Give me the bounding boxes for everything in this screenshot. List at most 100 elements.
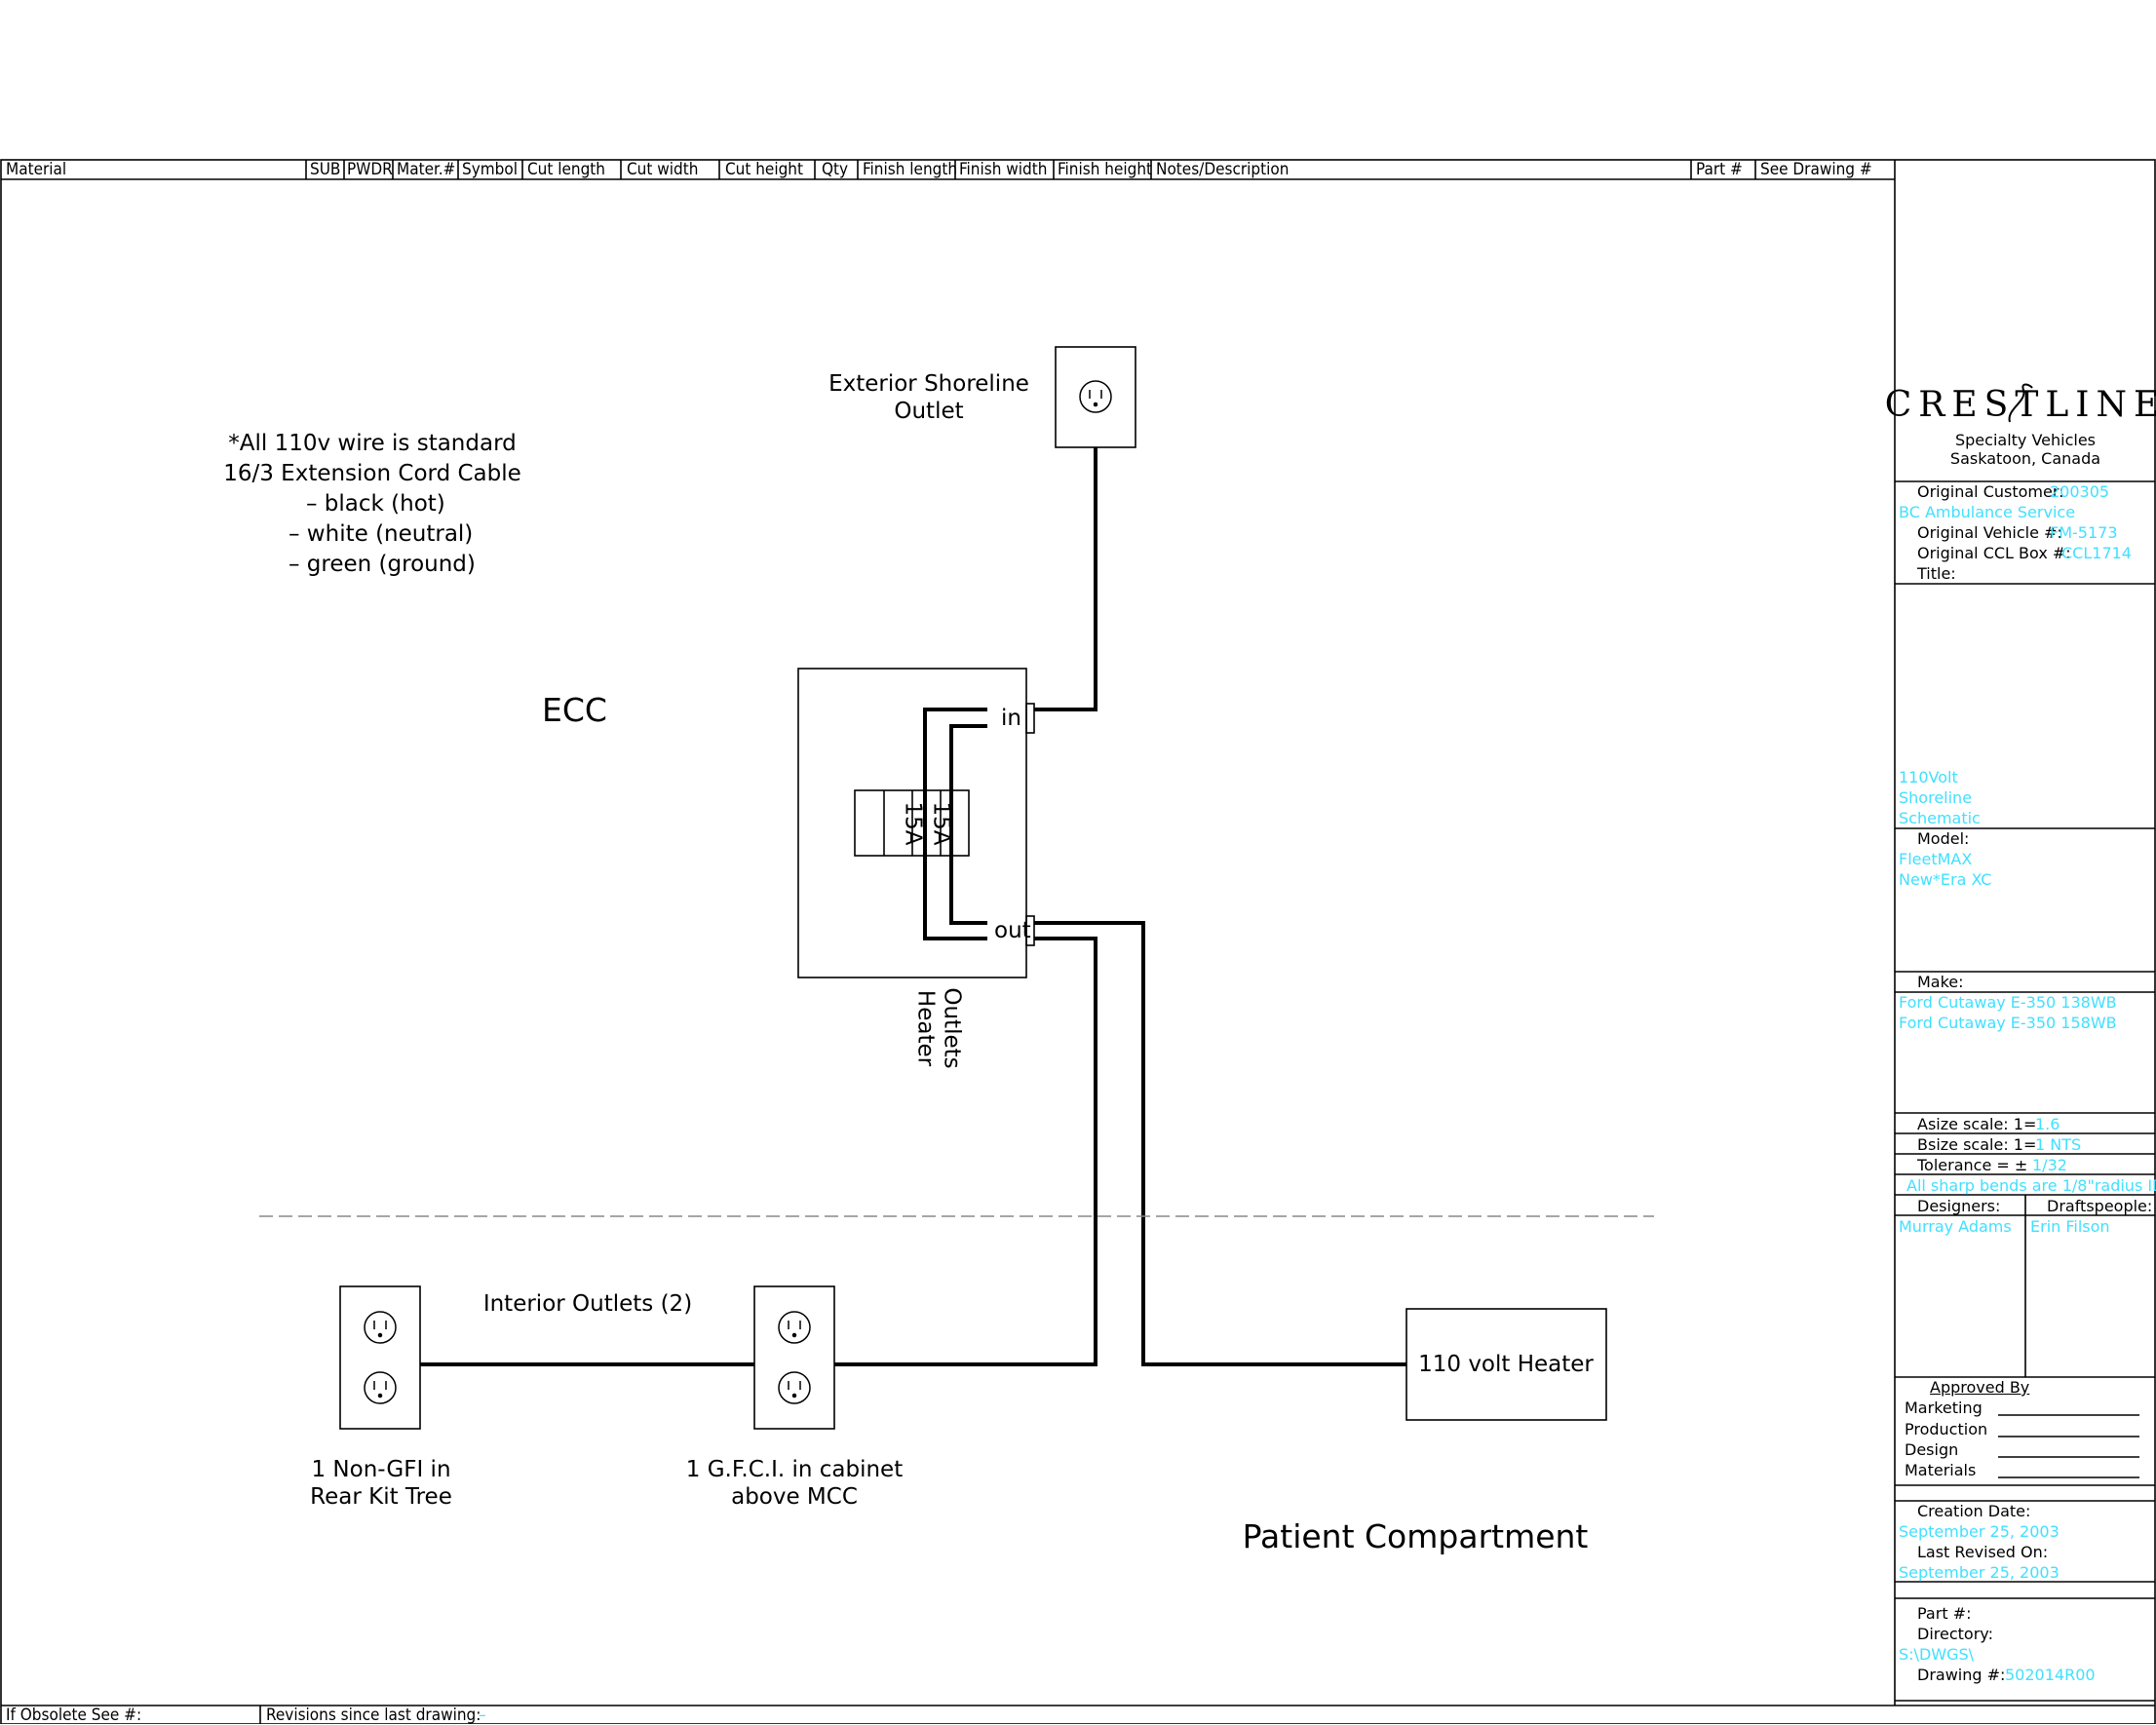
note-line-2: 16/3 Extension Cord Cable [223,461,521,486]
header-col-cut-width: Cut width [627,160,699,179]
vertical-label-outlets: Outlets [939,987,965,1069]
orig-ccl-value: CCL1714 [2061,544,2132,562]
wire-in-outlets [923,708,987,940]
header-col-finish-length: Finish length [863,160,958,179]
approved-by-label: Approved By [1930,1378,2030,1397]
gfci-receptacle-top-icon [778,1311,811,1344]
orig-customer-value: 200305 [2050,482,2110,501]
directory-label: Directory: [1917,1625,1993,1643]
out-connector [1025,915,1035,946]
header-col-sub: SUB [310,160,341,179]
orig-vehicle-value: FM-5173 [2050,523,2118,542]
wire-shoreline-to-in [1034,447,1097,711]
ecc-box [797,668,1027,978]
part-no-label: Part #: [1917,1604,1972,1623]
header-col-part: Part # [1696,160,1743,179]
customer-name: BC Ambulance Service [1899,503,2076,521]
asize-label: Asize scale: 1= [1917,1115,2037,1133]
directory-value: S:\DWGS\ [1899,1645,1975,1664]
note-line-3: – black (hot) [306,491,445,517]
header-col-mater: Mater.# [397,160,456,179]
note-line-5: – green (ground) [289,552,476,577]
title-value-1: 110Volt [1899,768,1958,786]
interior-outlets-label: Interior Outlets (2) [482,1291,693,1317]
gfci-label-1: 1 G.F.C.I. in cabinet [685,1457,904,1482]
asize-value: 1.6 [2035,1115,2060,1133]
make-value-2: Ford Cutaway E-350 158WB [1899,1014,2117,1032]
in-label: in [1001,706,1021,731]
header-col-qty: Qty [822,160,849,179]
bsize-value: 1 NTS [2035,1135,2082,1154]
bends-note: All sharp bends are 1/8"radius ID [1906,1176,2156,1195]
approval-design: Design [1905,1440,1959,1459]
wire-out-to-heater [1034,921,1406,1366]
approval-production: Production [1905,1420,1988,1438]
header-col-pwdr: PWDR [347,160,393,179]
make-value-1: Ford Cutaway E-350 138WB [1899,993,2117,1012]
revisions-label: Revisions since last drawing: [266,1706,481,1725]
model-value-2: New*Era XC [1899,870,1992,889]
model-value-1: FleetMAX [1899,850,1973,868]
heater-label: 110 volt Heater [1418,1352,1594,1377]
note-line-4: – white (neutral) [289,521,474,547]
orig-vehicle-label: Original Vehicle #: [1917,523,2062,542]
approval-marketing: Marketing [1905,1399,1983,1417]
in-connector [1025,703,1035,734]
header-col-material: Material [6,160,67,179]
creation-date-value: September 25, 2003 [1899,1522,2060,1541]
obsolete-label: If Obsolete See #: [6,1706,142,1725]
shoreline-outlet-box [1055,346,1136,448]
make-label: Make: [1917,973,1964,991]
shoreline-label-1: Exterior Shoreline [828,371,1029,397]
gfci-label-2: above MCC [731,1484,858,1510]
gfci-receptacle-bottom-icon [778,1371,811,1404]
header-col-finish-width: Finish width [959,160,1048,179]
revised-date-label: Last Revised On: [1917,1543,2049,1561]
designer-name: Murray Adams [1899,1217,2012,1236]
header-col-finish-height: Finish height [1058,160,1153,179]
draftspeople-label: Draftspeople: [2047,1197,2153,1215]
shoreline-receptacle-icon [1079,380,1112,413]
note-line-1: *All 110v wire is standard [228,431,517,456]
revisions-value: – [479,1706,486,1725]
patient-compartment-label: Patient Compartment [1242,1517,1589,1555]
designers-label: Designers: [1917,1197,2001,1215]
out-label: out [994,918,1031,943]
title-label: Title: [1917,564,1956,583]
creation-date-label: Creation Date: [1917,1502,2031,1520]
drawing-no-label: Drawing #: [1917,1666,2006,1684]
draftsperson-name: Erin Filson [2030,1217,2110,1236]
ecc-label: ECC [542,691,607,729]
nongfi-receptacle-bottom-icon [364,1371,397,1404]
orig-customer-label: Original Customer: [1917,482,2064,501]
header-col-cut-height: Cut height [725,160,803,179]
shoreline-label-2: Outlet [894,399,964,424]
company-line-2: Saskatoon, Canada [1949,449,2101,468]
header-col-notes: Notes/Description [1156,160,1290,179]
wire-out-to-outlets [834,937,1097,1366]
vertical-label-heater: Heater [912,989,939,1067]
drawing-no-value: 502014R00 [2005,1666,2096,1684]
revised-date-value: September 25, 2003 [1899,1563,2060,1582]
model-label: Model: [1917,829,1970,848]
crestline-logo: CRESTLINE [1884,385,2156,425]
header-col-symbol: Symbol [462,160,518,179]
tolerance-value: 1/32 [2032,1156,2067,1174]
title-value-2: Shoreline [1899,788,1973,807]
crestline-logo-swash-icon [2008,383,2033,423]
header-col-cut-length: Cut length [527,160,605,179]
title-value-3: Schematic [1899,809,1981,827]
bsize-label: Bsize scale: 1= [1917,1135,2037,1154]
breaker-label-2: 15A [928,801,954,846]
nongfi-label-2: Rear Kit Tree [310,1484,452,1510]
nongfi-label-1: 1 Non-GFI in [311,1457,451,1482]
breaker-label-1: 15A [900,801,926,846]
gfci-outlet-box [753,1285,835,1430]
company-line-1: Specialty Vehicles [1954,431,2097,449]
approval-materials: Materials [1905,1461,1977,1479]
header-col-see-drawing: See Drawing # [1760,160,1872,179]
wire-in-heater [949,724,987,925]
orig-ccl-label: Original CCL Box #: [1917,544,2071,562]
tolerance-label: Tolerance = ± [1917,1156,2028,1174]
